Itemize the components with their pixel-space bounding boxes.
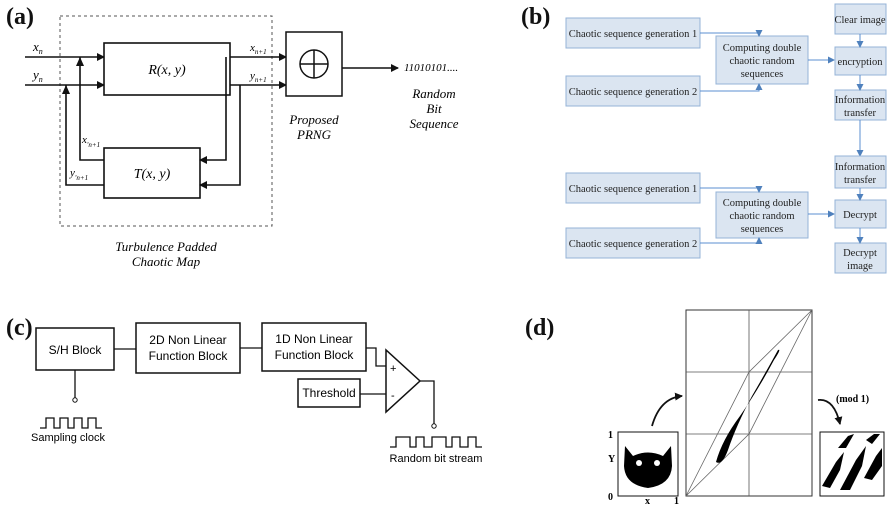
out-x-label: xn+1 [249,42,267,56]
input-y-label: yn [31,67,43,84]
sh-block-text: S/H Block [49,343,103,357]
t-out-2 [65,85,104,186]
sampling-clock-label: Sampling clock [31,432,105,444]
nl2d-text-2: Function Block [149,349,229,363]
comparator-plus: + [390,363,396,375]
compute-bot-3: sequences [741,224,784,235]
info-transfer-1b: transfer [844,108,877,119]
y-axis-label: Y [608,454,616,465]
t-block-label: T(x, y) [134,167,171,182]
t-out-1 [79,57,104,161]
tick-zero: 0 [608,492,613,503]
input-x-label: xn [32,39,43,56]
clear-image-text: Clear image [834,15,885,26]
gen1-top-text: Chaotic sequence generation 1 [569,29,698,40]
threshold-block [297,378,361,408]
nl1d-text-1: 1D Non Linear [275,332,352,346]
panel-a-label: (a) [6,4,34,30]
panel-c-label: (c) [6,315,33,341]
decrypt-box [834,199,887,229]
prng-label-1: Proposed [288,112,339,127]
dashed-label-1: Turbulence Padded [115,239,217,254]
bits-label-1: Random [411,86,455,101]
folded-stripes-icon [822,434,882,490]
clock-terminal [72,397,78,403]
clear-image-box [834,3,887,35]
info-transfer-2a: Information [835,162,886,173]
gen2-top-box [565,75,701,107]
nl2d-text-1: 2D Non Linear [149,333,226,347]
bits-label-2: Bit [426,101,442,116]
r-block-label: R(x, y) [147,63,186,78]
random-bit-stream-label: Random bit stream [390,453,483,465]
stretched-cat-shape [716,349,780,463]
bit-sequence-value: 11010101.... [404,62,458,74]
gen1-top-box [565,17,701,49]
compute-top-2: chaotic random [729,56,794,67]
sheared-parallelogram [685,309,813,497]
decrypt-text: Decrypt [843,210,877,221]
turbulence-region [59,15,273,227]
gen1-top-arrow [700,30,763,37]
compute-bot-1: Computing double [723,198,802,209]
comparator-minus: - [391,390,395,402]
bits-label-3: Sequence [409,116,458,131]
x-axis-label: x [645,496,650,505]
nl1d-block [261,322,367,372]
gen2-top-text: Chaotic sequence generation 2 [569,87,698,98]
sh-block [35,327,115,371]
panel-b: (b) Chaotic sequence generation 1 Chaoti… [521,3,887,274]
x-tick-one: 1 [674,496,679,505]
compute-bottom-box [715,191,809,239]
output-terminal [431,423,437,429]
nl1d-text-2: Function Block [275,348,355,362]
info-transfer-2b: transfer [844,175,877,186]
gen1-bottom-box [565,172,701,204]
fb-to-t-2 [199,85,241,189]
panel-a: (a) xn yn R(x, y) T(x, y) xn+1 yn+1 x′n+… [6,4,459,269]
gen1-bottom-text: Chaotic sequence generation 1 [569,184,698,195]
cat-face-icon [624,446,672,488]
gen2-top-arrow [700,83,763,92]
1d-to-comparator-line [366,347,386,367]
t-out-1-head [76,57,84,66]
panel-b-label: (b) [521,4,550,30]
fb-y-label: y′n+1 [69,167,88,182]
nl2d-block [135,322,241,374]
compute-bot-2: chaotic random [729,211,794,222]
comparator-icon [385,348,422,414]
fb-x-label: x′n+1 [81,134,100,149]
compute-top-1: Computing double [723,43,802,54]
info-transfer-1-box [834,89,887,121]
y-tick-one: 1 [608,430,613,441]
decrypt-image-1: Decrypt [843,248,877,259]
threshold-text: Threshold [302,386,355,400]
encryption-box [834,46,887,76]
fb-to-t-1 [199,57,227,164]
decrypt-image-2: image [847,261,873,272]
t-out-2-head [62,85,70,94]
dashed-label-2: Chaotic Map [132,254,201,269]
gen2-bottom-arrow [700,237,763,244]
r-block [103,42,231,96]
info-transfer-1a: Information [835,95,886,106]
gen2-bottom-text: Chaotic sequence generation 2 [569,239,698,250]
bitstream-waveform-icon [390,436,482,448]
comparator-out-line [420,380,435,424]
panel-d: (d) Y x 1 0 1 (mod 1) [525,309,885,505]
encryption-text: encryption [838,57,884,68]
clock-waveform-icon [40,417,102,429]
mod-arrow-icon [817,399,843,425]
mod-label: (mod 1) [836,394,869,405]
panel-c: (c) S/H Block 2D Non Linear Function Blo… [6,315,482,465]
panel-d-label: (d) [525,315,554,341]
prng-label-2: PRNG [296,127,332,142]
t-block [103,147,201,199]
gen1-bottom-arrow [700,186,763,193]
map-arrow-icon [651,392,683,427]
decrypt-image-box [834,242,887,274]
out-y-label: yn+1 [249,70,267,84]
compute-top-3: sequences [741,69,784,80]
